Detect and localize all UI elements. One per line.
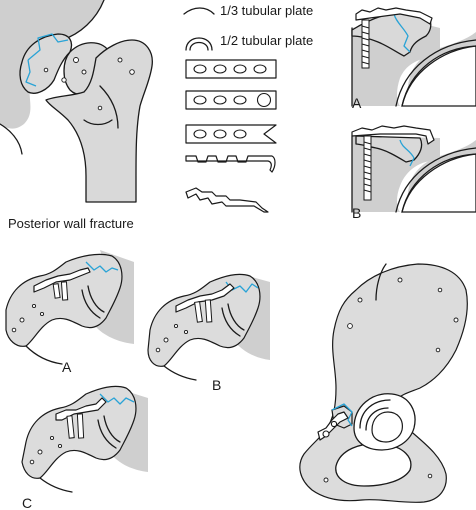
hemipelvis-illustration <box>299 263 468 504</box>
contoured-plate-side-icon <box>185 187 269 213</box>
panel-b-right-illustration <box>351 125 476 213</box>
third-tubular-profile-icon <box>183 7 215 15</box>
panel-a-right-label: A <box>352 95 362 111</box>
panel-b-right-label: B <box>352 205 361 221</box>
posterior-wall-fracture-label: Posterior wall fracture <box>8 216 134 231</box>
spring-plate-icon <box>185 124 277 144</box>
panel-c-bottom-illustration <box>21 385 148 493</box>
hook-plate-side-icon <box>185 155 276 173</box>
posterior-wall-fracture-illustration <box>0 0 153 203</box>
panel-a-bottom-label: A <box>62 359 72 375</box>
panel-c-bottom-label: C <box>22 495 32 510</box>
panel-b-bottom-illustration <box>147 273 270 381</box>
panel-a-right-illustration <box>351 7 476 107</box>
straight-plate-icon <box>185 59 277 79</box>
panel-a-bottom-illustration <box>5 250 134 365</box>
panel-b-bottom-label: B <box>212 377 221 393</box>
round-end-plate-icon <box>185 90 277 110</box>
half-tubular-plate-label: 1/2 tubular plate <box>220 33 313 48</box>
half-tubular-profile-icon <box>185 37 213 51</box>
plate-types-panel: 1/3 tubular plate 1/2 tubular plate <box>183 3 313 213</box>
third-tubular-plate-label: 1/3 tubular plate <box>220 3 313 18</box>
